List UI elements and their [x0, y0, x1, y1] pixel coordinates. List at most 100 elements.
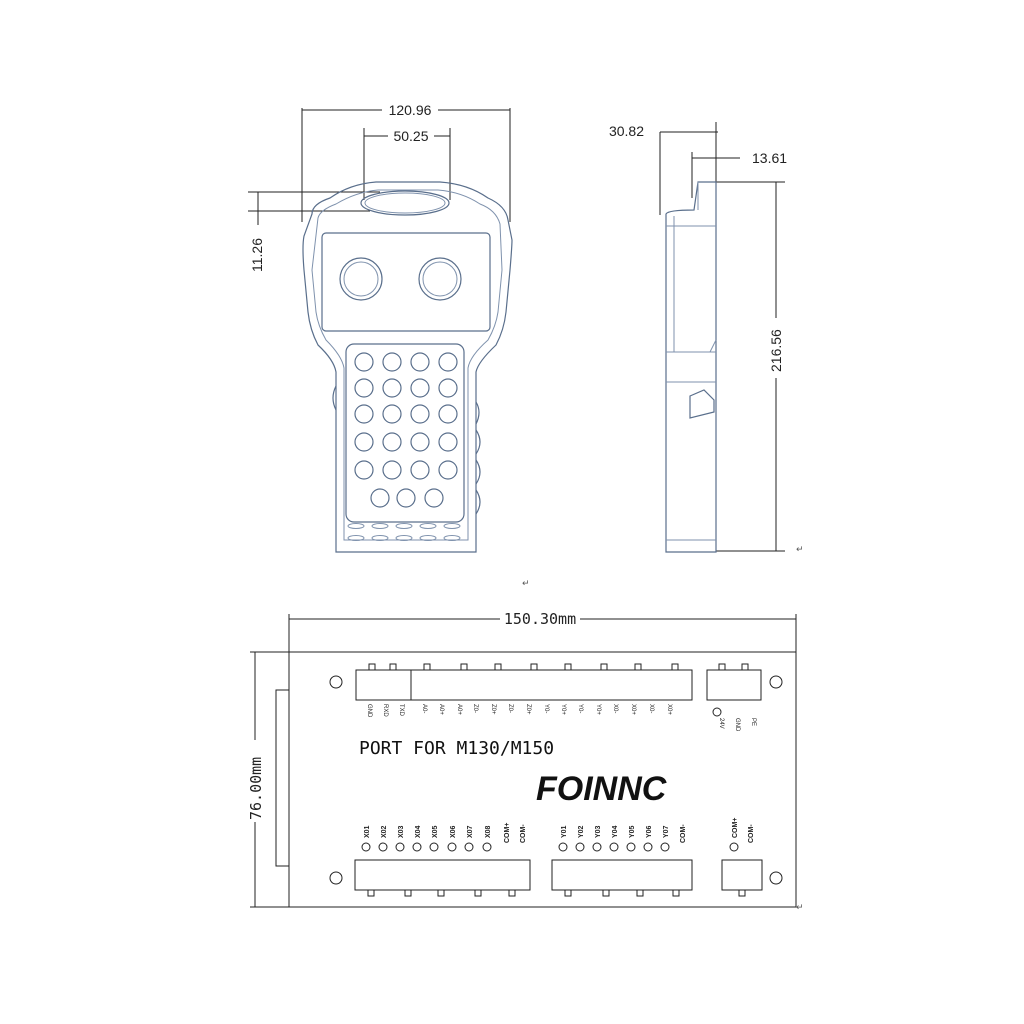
pin-label: Y01 [561, 825, 568, 838]
top-pin-label: X0+ [666, 704, 672, 715]
keypad-key [410, 404, 430, 424]
bottom-vent-slots [347, 523, 461, 541]
pin-indicator [575, 842, 585, 852]
side-bump-right-1 [475, 401, 480, 425]
pin-label: X08 [485, 825, 492, 838]
top-pin-label: TXD [398, 704, 404, 717]
connector-tab [671, 663, 679, 671]
connector-tab [460, 663, 468, 671]
vent-slot [419, 523, 437, 529]
pin-label: X03 [398, 825, 405, 838]
board-width-label: 150.30mm [504, 610, 576, 628]
top-pin-label: Y0- [577, 704, 583, 713]
side-body-outline [665, 181, 717, 553]
top-connector-serial [355, 669, 412, 701]
keypad-key [354, 378, 374, 398]
return-mark: ↵ [796, 545, 804, 555]
display-window [321, 232, 491, 332]
top-pin-label: Z0+ [525, 704, 531, 715]
dimension-board-height: 76.00mm [247, 651, 289, 908]
mounting-hole [329, 675, 343, 689]
pin-label: X02 [381, 825, 388, 838]
vent-slot [419, 535, 437, 541]
pin-label: COM- [748, 824, 755, 843]
top-pin-label: Y0+ [560, 704, 566, 715]
power-pin-label: 24V [718, 718, 724, 729]
connector-tab [636, 889, 644, 897]
pin-label: X07 [467, 825, 474, 838]
pin-indicator [609, 842, 619, 852]
pin-indicator [626, 842, 636, 852]
keypad-key [410, 378, 430, 398]
edge-connector [275, 689, 290, 867]
return-mark: ↵ [796, 903, 804, 913]
pin-label: Y04 [612, 825, 619, 838]
keypad-key [410, 352, 430, 372]
pin-label: X06 [450, 825, 457, 838]
vent-slot [443, 523, 461, 529]
top-pin-label: Z0+ [490, 704, 496, 715]
pendant-side-view: 30.82 13.61 216.56 ↵ [609, 122, 804, 555]
y-output-connector [551, 859, 693, 891]
vent-slot [371, 523, 389, 529]
keypad-key [438, 378, 458, 398]
pin-indicator [482, 842, 492, 852]
top-pin-label: A0+ [456, 704, 462, 715]
connector-tab [634, 663, 642, 671]
pin-label: Y03 [595, 825, 602, 838]
pin-label: Y05 [629, 825, 636, 838]
connector-tab [564, 663, 572, 671]
pin-label: COM+ [732, 818, 739, 838]
keypad-key [354, 460, 374, 480]
connector-tab [564, 889, 572, 897]
power-pin-label: PE [750, 718, 756, 726]
keypad-key [410, 432, 430, 452]
pin-indicator [729, 842, 739, 852]
power-pin-label: GND [734, 718, 740, 732]
connector-tab [741, 663, 749, 671]
pin-label: Y06 [646, 825, 653, 838]
power-pin-labels: 24V GND PE [712, 707, 756, 732]
connector-tab [389, 663, 397, 671]
top-connector-tabs [368, 663, 749, 671]
pin-label: X01 [364, 825, 371, 838]
vent-slot [395, 523, 413, 529]
pin-indicator [643, 842, 653, 852]
keypad-key [438, 404, 458, 424]
vent-slot [395, 535, 413, 541]
pin-indicator [361, 842, 371, 852]
pin-indicator [558, 842, 568, 852]
pin-label: COM- [680, 824, 687, 843]
keypad-key [382, 432, 402, 452]
board-title: PORT FOR M130/M150 [359, 738, 554, 759]
connector-tab [718, 663, 726, 671]
pendant-body-outline [302, 181, 513, 553]
keypad-key [382, 378, 402, 398]
top-pin-label: Y0+ [595, 704, 601, 715]
pin-indicator [395, 842, 405, 852]
keypad-key [438, 460, 458, 480]
pin-indicator [447, 842, 457, 852]
pin-label: X04 [415, 825, 422, 838]
connector-tab [600, 663, 608, 671]
keypad-key [382, 404, 402, 424]
brand-logo-text: FOINNC [536, 770, 667, 808]
pin-indicator [378, 842, 388, 852]
dimension-board-width: 150.30mm [288, 610, 797, 652]
connector-tab [404, 889, 412, 897]
overall-width-label: 120.96 [389, 102, 432, 118]
dimension-overall-width: 120.96 [301, 102, 511, 222]
keypad-grid [354, 352, 458, 508]
top-pin-label: GND [366, 704, 372, 718]
top-pin-label: X0+ [630, 704, 636, 715]
pin-label: Y02 [578, 825, 585, 838]
board-height-label: 76.00mm [247, 757, 265, 820]
top-connector-axis [410, 669, 693, 701]
side-bump-right-4 [475, 489, 481, 515]
connector-tab [368, 663, 376, 671]
pin-label: COM+ [504, 823, 511, 843]
bottom-connector-tabs [367, 889, 746, 897]
x-input-connector [354, 859, 531, 891]
pin-label: COM- [520, 824, 527, 843]
top-step-label: 13.61 [752, 150, 787, 166]
